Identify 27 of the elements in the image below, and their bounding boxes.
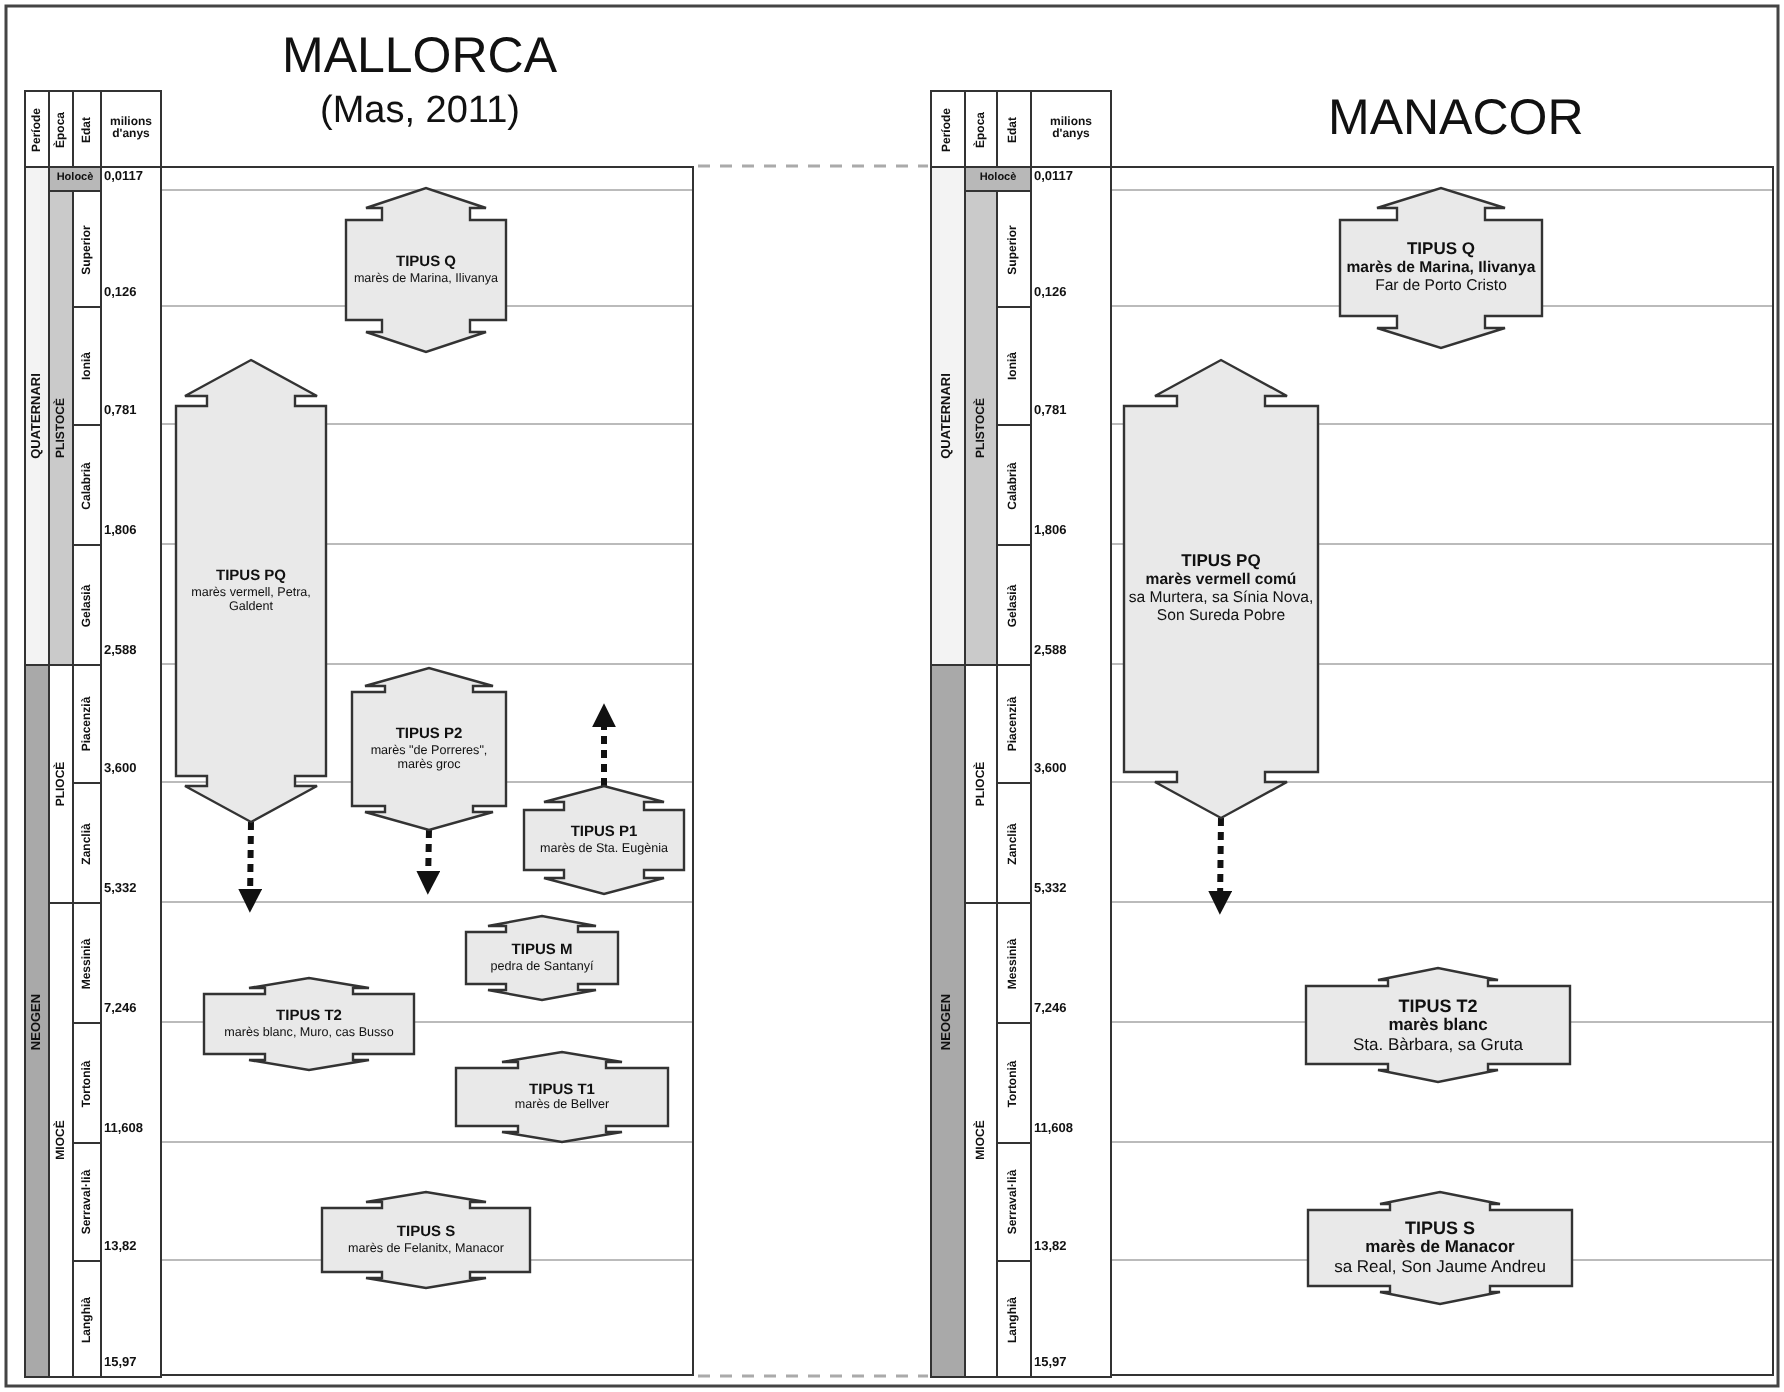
chart-title: (Mas, 2011) [320, 92, 520, 130]
double-arrow-box [524, 786, 684, 894]
type-heading: TIPUS PQ [1181, 552, 1261, 572]
description-text: marès de Manacor [1365, 1238, 1515, 1259]
dashed-arrow [1208, 817, 1233, 915]
locality-text: Sta. Bàrbara, sa Gruta [1352, 1035, 1524, 1055]
type-heading: TIPUS Q [1406, 240, 1475, 260]
locality-text: sa Real, Son Jaume Andreu [1334, 1258, 1546, 1278]
double-arrow-box [1308, 1192, 1572, 1304]
double-arrow-box [466, 916, 618, 1000]
chart-title: MANACOR [1328, 94, 1584, 144]
double-arrow-box [176, 360, 326, 822]
double-arrow-box [456, 1052, 668, 1142]
double-arrow-box [204, 978, 414, 1070]
chart-title: MALLORCA [282, 32, 558, 82]
double-arrow-box [346, 188, 506, 352]
dashed-arrow [592, 703, 616, 786]
dashed-arrow [238, 821, 263, 913]
type-heading: TIPUS T2 [1398, 995, 1478, 1016]
double-arrow-box [352, 668, 506, 830]
double-arrow-box [322, 1192, 530, 1288]
double-arrow-box [1306, 968, 1570, 1082]
double-arrow-box [1124, 360, 1318, 818]
description-text: marès blanc [1388, 1015, 1488, 1036]
double-arrow-box [1340, 188, 1542, 348]
dashed-arrow [416, 829, 441, 895]
type-heading: TIPUS S [1404, 1218, 1475, 1239]
